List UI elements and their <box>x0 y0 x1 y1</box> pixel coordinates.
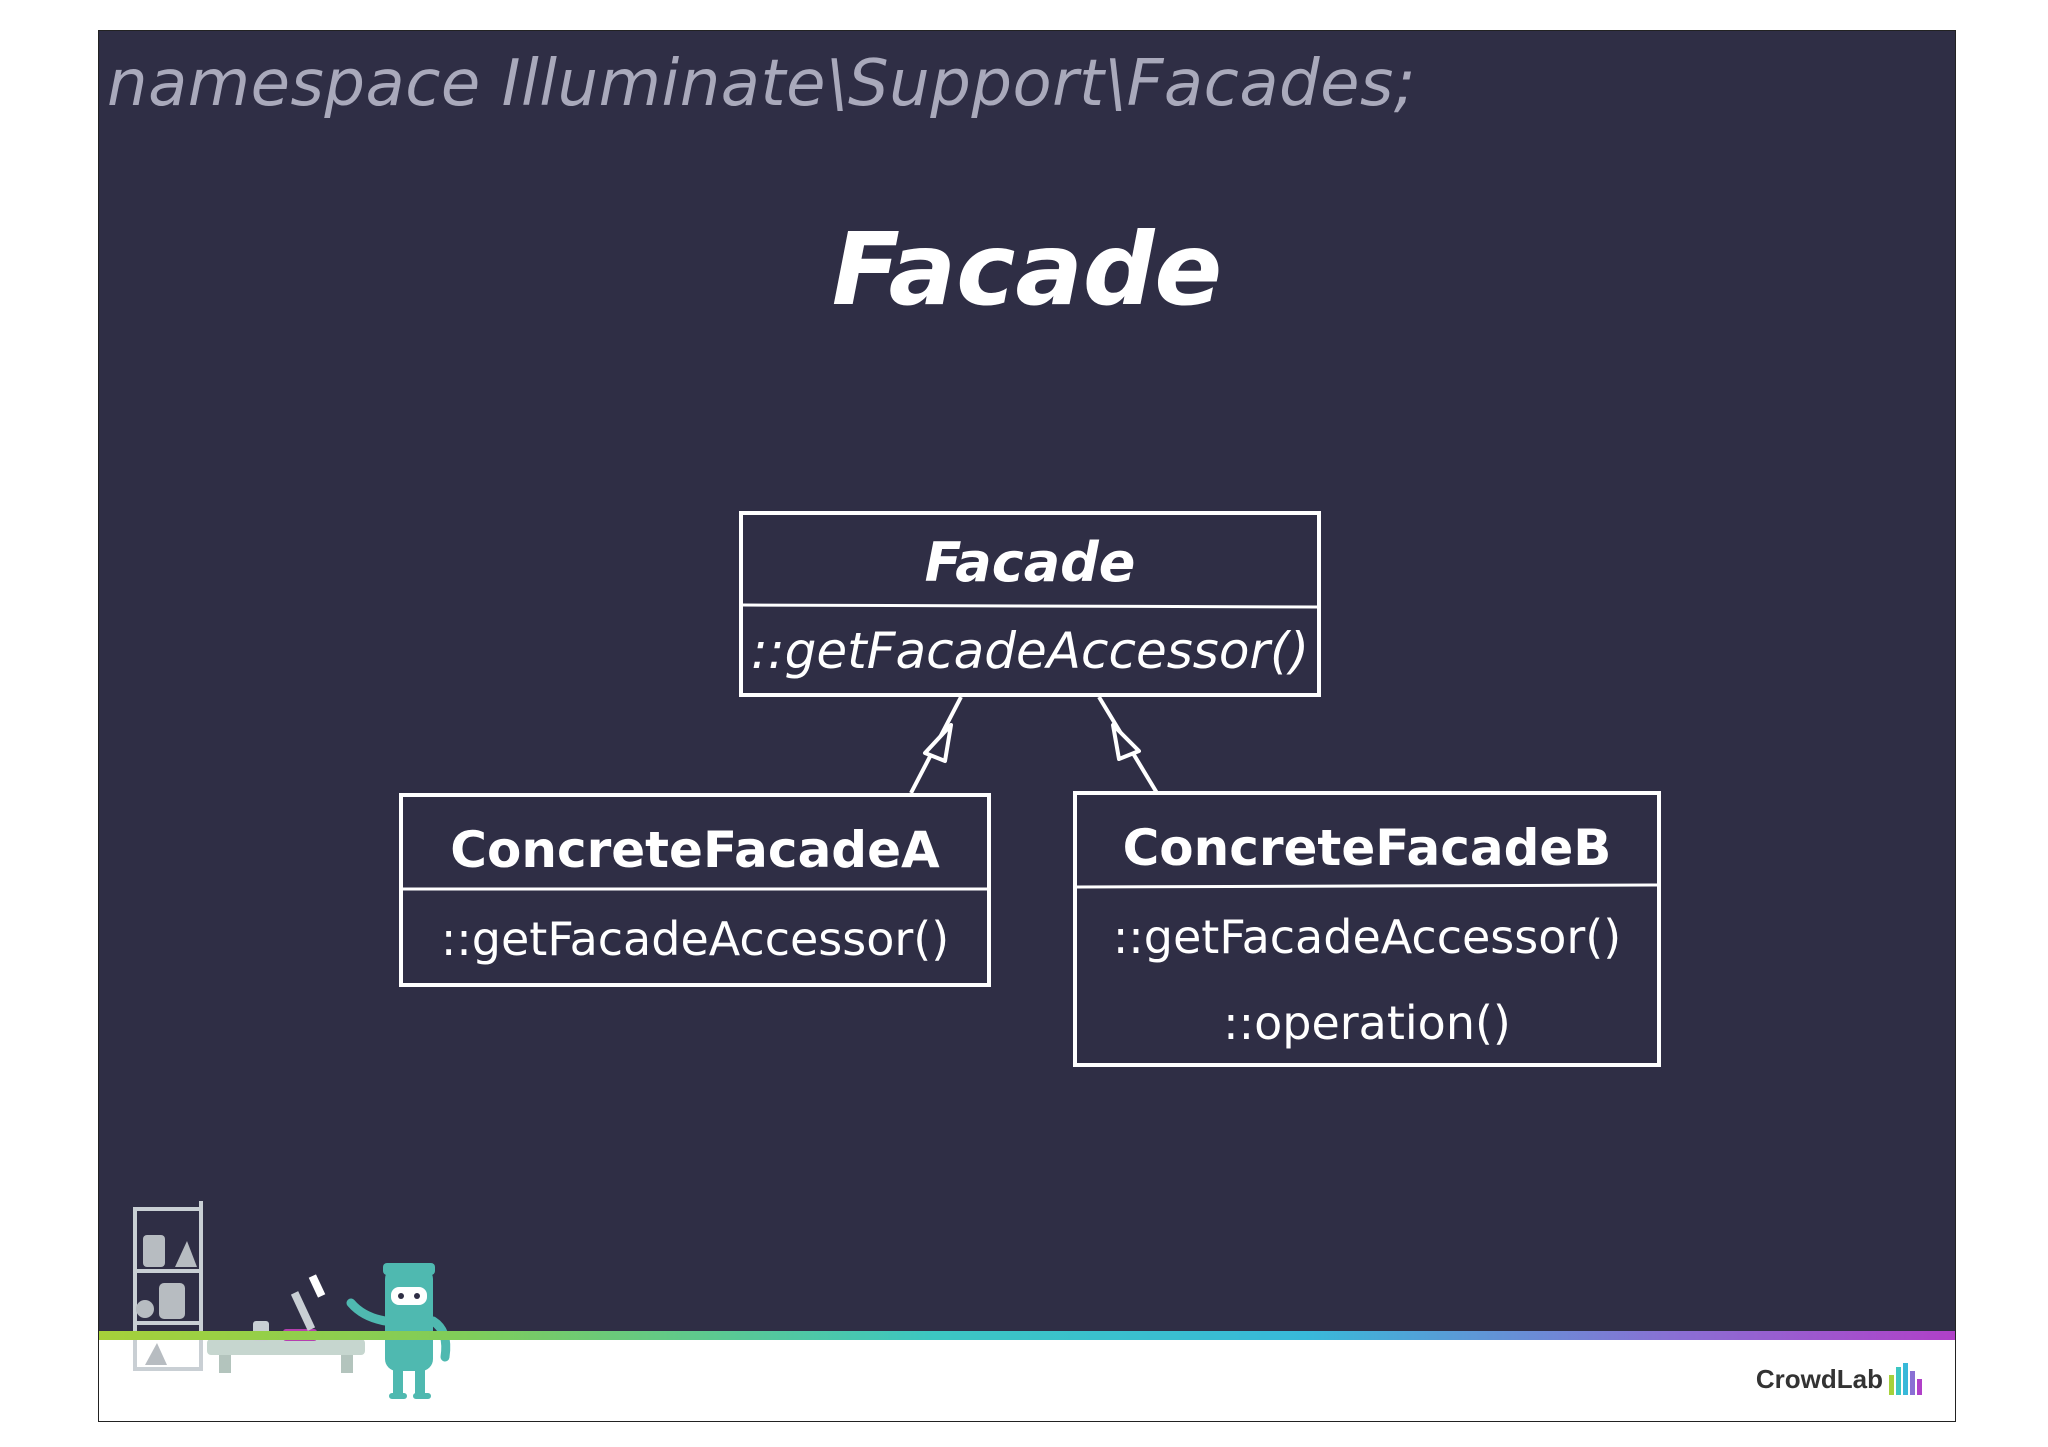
lab-bench-icon <box>207 1321 365 1373</box>
ground-gradient-stripe <box>99 1331 1955 1340</box>
inheritance-arrowhead-concrete-facade-a <box>923 723 953 763</box>
class-method-concrete-facade-b-operation: ::operation() <box>1223 996 1511 1050</box>
class-method-concrete-facade-b-get-facade-accessor: ::getFacadeAccessor() <box>1113 910 1621 964</box>
class-box-concrete-facade-b-border <box>1073 791 1661 1067</box>
class-box-concrete-facade-a-border <box>399 793 991 987</box>
namespace-heading: namespace Illuminate\Support\Facades; <box>107 47 1416 121</box>
lab-shelf-icon <box>133 1201 203 1371</box>
class-box-concrete-facade-a: ConcreteFacadeA ::getFacadeAccessor() <box>399 793 991 987</box>
crowdlab-bars-icon <box>1889 1363 1922 1395</box>
class-box-facade-border <box>739 511 1321 697</box>
inheritance-arrowhead-concrete-facade-b <box>1111 723 1141 761</box>
class-name-facade: Facade <box>925 531 1136 594</box>
slide-background: namespace Illuminate\Support\Facades; Fa… <box>99 31 1955 1399</box>
class-method-facade-get-facade-accessor: ::getFacadeAccessor() <box>751 622 1309 680</box>
slide: namespace Illuminate\Support\Facades; Fa… <box>98 30 1956 1422</box>
inheritance-arrow-concrete-facade-a <box>909 696 963 794</box>
class-box-facade: Facade ::getFacadeAccessor() <box>739 511 1321 697</box>
robot-character-icon <box>346 1263 451 1399</box>
crowdlab-logo: CrowdLab <box>1756 1361 1927 1397</box>
uml-diagram: Facade ::getFacadeAccessor() ConcreteFac… <box>399 511 1661 1067</box>
class-box-concrete-facade-b: ConcreteFacadeB ::getFacadeAccessor() ::… <box>1073 791 1661 1067</box>
class-box-facade-divider <box>742 603 1318 609</box>
class-box-concrete-facade-b-divider <box>1076 883 1658 889</box>
lab-illustration <box>133 1201 451 1399</box>
class-name-concrete-facade-b: ConcreteFacadeB <box>1123 819 1612 877</box>
inheritance-arrow-concrete-facade-b <box>1097 695 1159 795</box>
class-method-concrete-facade-a-get-facade-accessor: ::getFacadeAccessor() <box>441 912 949 966</box>
crowdlab-logo-text: CrowdLab <box>1755 1363 1883 1394</box>
class-name-concrete-facade-a: ConcreteFacadeA <box>450 821 940 879</box>
slide-title: Facade <box>831 211 1223 328</box>
